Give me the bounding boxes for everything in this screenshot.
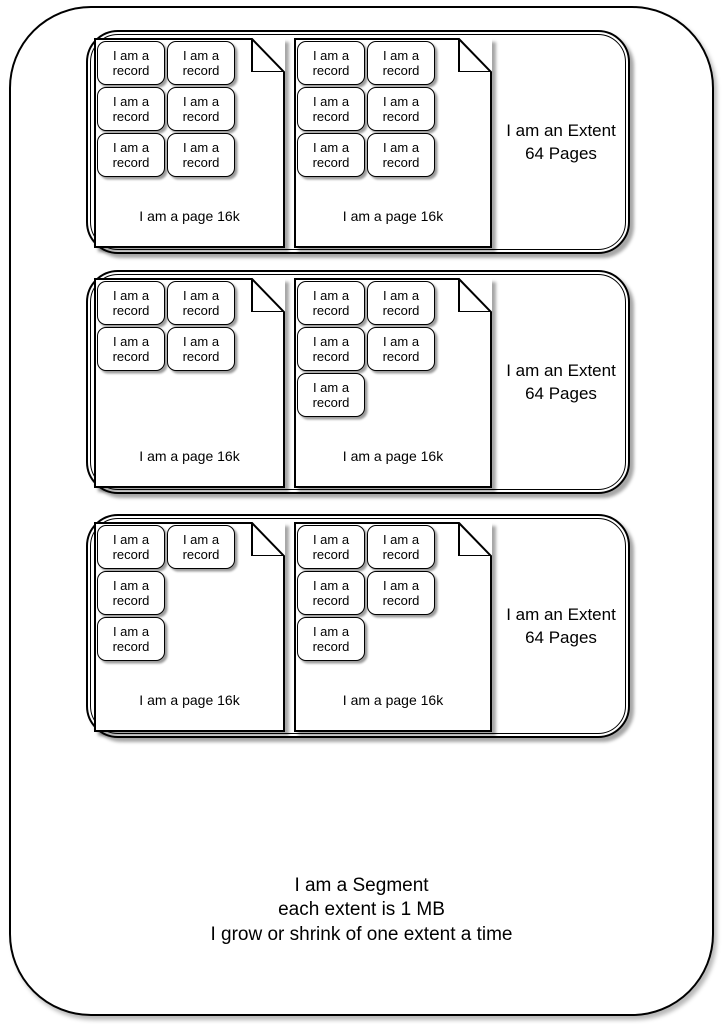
record-row: I am a record: [97, 571, 235, 615]
record-shape: I am a record: [297, 87, 365, 131]
record-shape: I am a record: [97, 133, 165, 177]
record-shape: I am a record: [367, 87, 435, 131]
record-shape: I am a record: [367, 571, 435, 615]
record-shape: I am a record: [297, 327, 365, 371]
record-shape: I am a record: [297, 41, 365, 85]
record-shape: I am a record: [367, 327, 435, 371]
extent-label-line1: I am an Extent: [506, 360, 616, 380]
record-shape: I am a record: [97, 617, 165, 661]
caption-line-3: I grow or shrink of one extent a time: [210, 923, 513, 945]
extent-label-line2: 64 Pages: [525, 144, 597, 163]
record-shape: I am a record: [167, 327, 235, 371]
record-row: I am a record: [297, 373, 435, 417]
caption-line-1: I am a Segment: [294, 875, 429, 896]
record-shape: I am a record: [167, 281, 235, 325]
record-shape: I am a record: [97, 281, 165, 325]
record-shape: I am a record: [367, 281, 435, 325]
page-label: I am a page 16k: [139, 448, 240, 464]
extent-label-line1: I am an Extent: [506, 604, 616, 624]
extent-label-line2: 64 Pages: [525, 384, 597, 403]
extent-label-line2: 64 Pages: [525, 628, 597, 647]
record-shape: I am a record: [167, 525, 235, 569]
extent-label-line1: I am an Extent: [506, 120, 616, 140]
segment-caption: I am a Segment each extent is 1 MB I gro…: [11, 874, 712, 947]
extent-label: I am an Extent 64 Pages: [492, 516, 630, 736]
extent-label: I am an Extent 64 Pages: [492, 272, 630, 492]
page-label: I am a page 16k: [342, 208, 444, 224]
page-fold-corner-icon: [458, 522, 492, 556]
page-fold-corner-icon: [458, 278, 492, 312]
page-fold-corner-icon: [251, 38, 285, 72]
extent-label: I am an Extent 64 Pages: [492, 32, 630, 252]
record-shape: I am a record: [367, 133, 435, 177]
record-shape: I am a record: [297, 373, 365, 417]
page-label: I am a page 16k: [139, 692, 240, 708]
record-shape: I am a record: [297, 133, 365, 177]
record-shape: I am a record: [297, 525, 365, 569]
record-shape: I am a record: [97, 87, 165, 131]
record-row: I am a record: [297, 617, 435, 661]
record-shape: I am a record: [367, 41, 435, 85]
record-shape: I am a record: [97, 525, 165, 569]
record-row: I am a record: [97, 617, 235, 661]
page-fold-corner-icon: [251, 278, 285, 312]
page-label: I am a page 16k: [342, 448, 444, 464]
record-shape: I am a record: [367, 525, 435, 569]
record-shape: I am a record: [167, 87, 235, 131]
page-fold-corner-icon: [251, 522, 285, 556]
page-label: I am a page 16k: [139, 208, 240, 224]
record-shape: I am a record: [97, 571, 165, 615]
record-shape: I am a record: [297, 281, 365, 325]
caption-line-2: each extent is 1 MB: [278, 899, 445, 921]
record-shape: I am a record: [97, 327, 165, 371]
record-shape: I am a record: [167, 41, 235, 85]
record-shape: I am a record: [97, 41, 165, 85]
record-shape: I am a record: [167, 133, 235, 177]
page-label: I am a page 16k: [342, 692, 444, 708]
page-fold-corner-icon: [458, 38, 492, 72]
record-shape: I am a record: [297, 571, 365, 615]
record-shape: I am a record: [297, 617, 365, 661]
